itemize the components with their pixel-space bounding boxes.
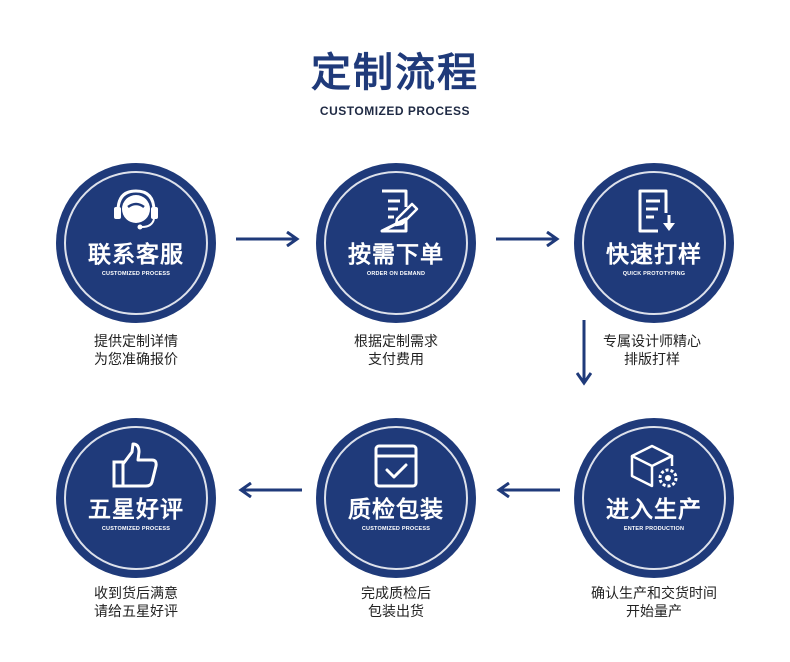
description-line: 完成质检后 [361, 586, 431, 602]
prototype-document-download-icon [638, 189, 675, 233]
step-subtitle: CUSTOMIZED PROCESS [101, 271, 171, 277]
step-title: 五星好评 [88, 497, 184, 523]
description-line: 开始量产 [626, 604, 682, 620]
step-title: 联系客服 [88, 242, 184, 268]
page-title: 定制流程 [311, 50, 479, 96]
thumbs-up-icon [112, 442, 158, 488]
step-title: 进入生产 [606, 497, 702, 523]
step-subtitle: ENTER PRODUCTION [623, 526, 685, 532]
step-description-order-on-demand: 根据定制需求 支付费用 [296, 333, 496, 369]
step-quick-prototyping: 快速打样 QUICK PROTOTYPING [574, 163, 734, 323]
order-document-icon [380, 189, 419, 233]
step-title: 快速打样 [606, 242, 702, 268]
step-description-contact-service: 提供定制详情 为您准确报价 [36, 333, 236, 369]
step-title: 按需下单 [348, 242, 444, 268]
description-line: 确认生产和交货时间 [591, 586, 717, 602]
step-subtitle: CUSTOMIZED PROCESS [361, 526, 431, 532]
description-line: 为您准确报价 [94, 352, 178, 368]
step-quality-packaging: 质检包装 CUSTOMIZED PROCESS [316, 418, 476, 578]
arrow-left-5-to-6 [238, 482, 302, 498]
arrow-down-3-to-4 [576, 320, 592, 386]
description-line: 支付费用 [368, 352, 424, 368]
arrow-right-2-to-3 [496, 231, 560, 247]
description-line: 排版打样 [624, 352, 680, 368]
description-line: 请给五星好评 [94, 604, 178, 620]
box-gear-icon [630, 444, 678, 488]
description-line: 收到货后满意 [94, 586, 178, 602]
step-subtitle: QUICK PROTOTYPING [622, 271, 686, 277]
description-line: 专属设计师精心 [603, 334, 701, 350]
customer-service-headset-icon [114, 189, 158, 230]
step-subtitle: CUSTOMIZED PROCESS [101, 526, 171, 532]
step-enter-production: 进入生产 ENTER PRODUCTION [574, 418, 734, 578]
quality-check-window-icon [374, 444, 418, 488]
step-description-quality-packaging: 完成质检后 包装出货 [296, 585, 496, 621]
arrow-left-4-to-5 [496, 482, 560, 498]
step-five-star-review: 五星好评 CUSTOMIZED PROCESS [56, 418, 216, 578]
arrow-right-1-to-2 [236, 231, 300, 247]
step-title: 质检包装 [348, 497, 444, 523]
step-order-on-demand: 按需下单 ORDER ON DEMAND [316, 163, 476, 323]
description-line: 提供定制详情 [94, 334, 178, 350]
step-description-enter-production: 确认生产和交货时间 开始量产 [554, 585, 754, 621]
description-line: 包装出货 [368, 604, 424, 620]
page-subtitle: CUSTOMIZED PROCESS [319, 104, 471, 118]
description-line: 根据定制需求 [354, 334, 438, 350]
step-description-quick-prototyping: 专属设计师精心 排版打样 [552, 333, 752, 369]
step-contact-service: 联系客服 CUSTOMIZED PROCESS [56, 163, 216, 323]
step-description-five-star-review: 收到货后满意 请给五星好评 [36, 585, 236, 621]
step-subtitle: ORDER ON DEMAND [366, 271, 426, 277]
